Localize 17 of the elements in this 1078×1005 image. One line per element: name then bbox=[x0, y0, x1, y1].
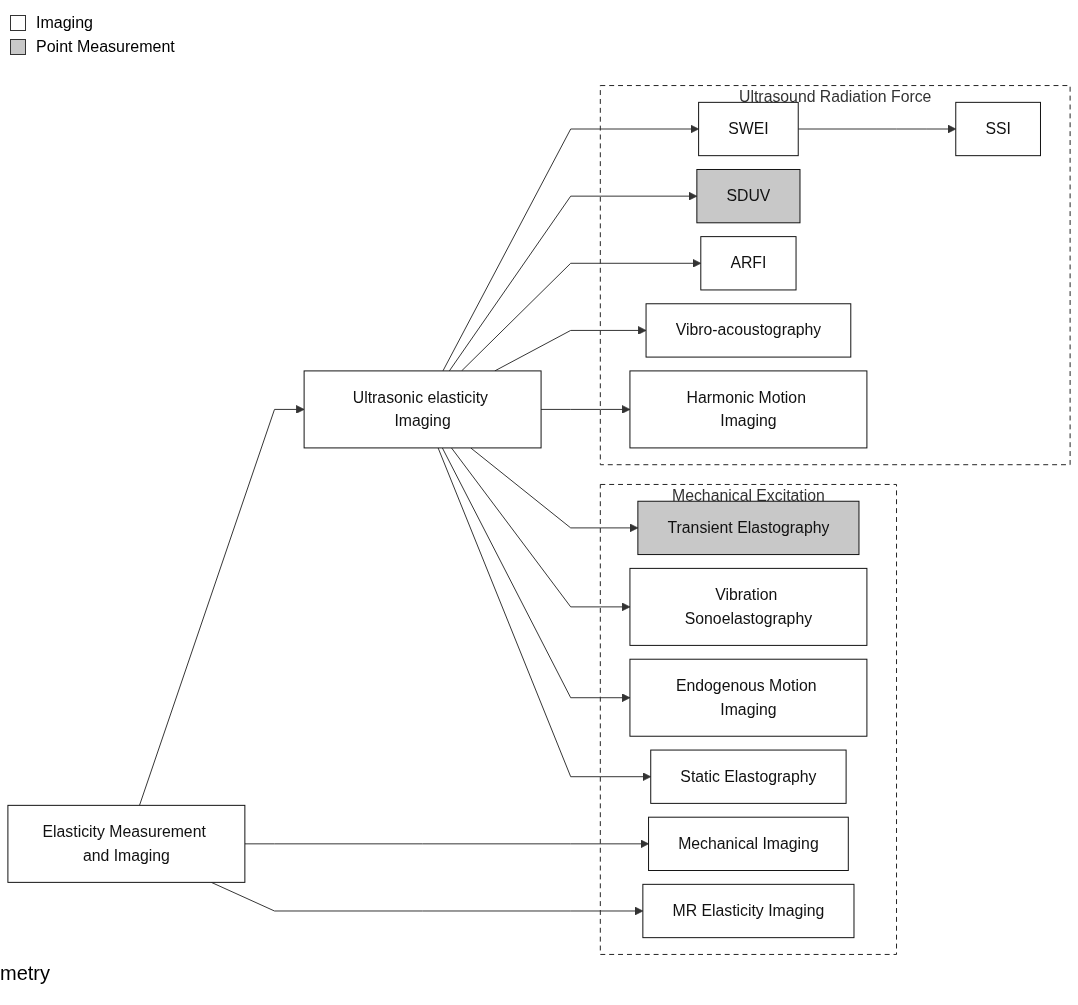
legend-label: Point Measurement bbox=[36, 38, 175, 56]
node-box: Vibro-acoustography bbox=[645, 303, 852, 358]
note-text: metry bbox=[0, 962, 50, 985]
node-box: MR Elasticity Imaging bbox=[642, 883, 855, 939]
node-box: Vibration Sonoelastography bbox=[629, 567, 868, 646]
node-box: Harmonic Motion Imaging bbox=[629, 370, 868, 449]
node-box: Ultrasonic elasticity Imaging bbox=[303, 370, 542, 449]
node-box: Elasticity Measurement and Imaging bbox=[7, 804, 246, 883]
legend-label: Imaging bbox=[36, 14, 93, 32]
node-box: SSI bbox=[955, 101, 1041, 157]
node-box: SWEI bbox=[698, 101, 799, 157]
node-box: Endogenous Motion Imaging bbox=[629, 658, 868, 737]
node-box: Transient Elastography bbox=[637, 500, 860, 556]
node-box: ARFI bbox=[700, 236, 797, 291]
node-box: Mechanical Imaging bbox=[648, 816, 849, 871]
node-box: SDUV bbox=[696, 169, 801, 224]
node-box: Static Elastography bbox=[650, 749, 847, 804]
